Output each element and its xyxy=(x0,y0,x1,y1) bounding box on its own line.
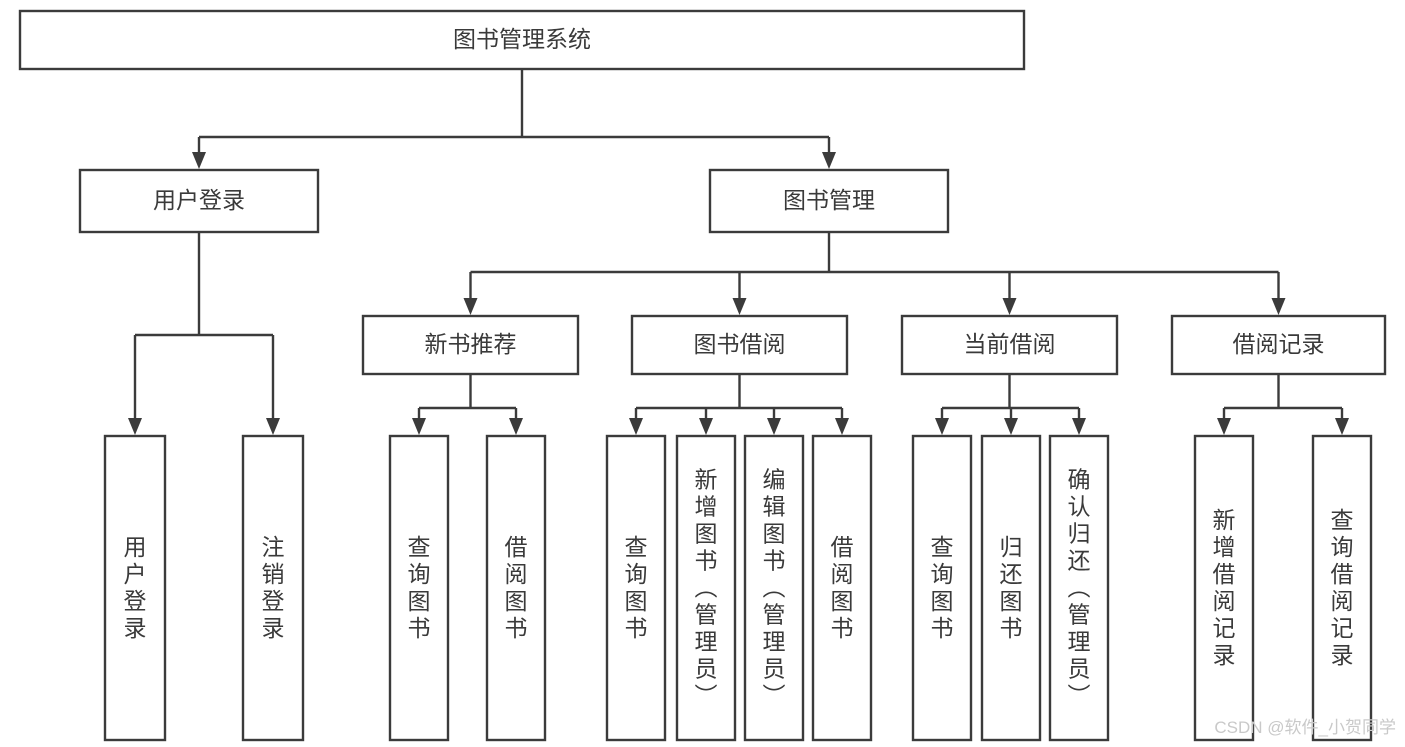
node-label-leaf-user-login: 用户登录 xyxy=(124,534,147,641)
node-label-book-manage: 图书管理 xyxy=(783,187,875,213)
edge-arrowhead xyxy=(732,298,747,315)
node-label-current-borrow: 当前借阅 xyxy=(964,331,1056,357)
edge-arrowhead xyxy=(935,418,949,435)
node-label-leaf-borrow-book-2: 借阅图书 xyxy=(831,534,854,641)
node-box-book-borrow xyxy=(630,314,849,376)
node-box-leaf-borrow-book-2 xyxy=(811,434,873,742)
node-borrow-record[interactable]: 借阅记录 xyxy=(1170,314,1387,376)
edge-arrowhead xyxy=(1335,418,1349,435)
node-label-leaf-query-book-3: 查询图书 xyxy=(931,534,954,641)
node-box-leaf-add-book xyxy=(675,434,737,742)
edge-arrowhead xyxy=(1002,298,1017,315)
edge-arrowhead xyxy=(412,418,426,435)
node-box-book-manage xyxy=(708,168,950,234)
node-leaf-return-book[interactable]: 归还图书 xyxy=(980,434,1042,742)
node-label-leaf-query-book-2: 查询图书 xyxy=(625,534,648,641)
node-box-leaf-return-book xyxy=(980,434,1042,742)
edge-arrowhead xyxy=(463,298,478,315)
node-box-leaf-edit-book xyxy=(743,434,805,742)
node-box-borrow-record xyxy=(1170,314,1387,376)
edge-arrowhead xyxy=(767,418,781,435)
node-box-root xyxy=(18,9,1026,71)
node-label-leaf-query-record: 查询借阅记录 xyxy=(1331,507,1354,668)
edge-arrowhead xyxy=(192,152,206,169)
node-book-borrow[interactable]: 图书借阅 xyxy=(630,314,849,376)
node-label-borrow-record: 借阅记录 xyxy=(1233,331,1325,357)
edge-arrowhead xyxy=(699,418,713,435)
edge-arrowhead xyxy=(822,152,836,169)
node-label-leaf-borrow-book-1: 借阅图书 xyxy=(505,534,528,641)
node-label-leaf-user-logout: 注销登录 xyxy=(262,534,285,641)
node-box-new-book-rec xyxy=(361,314,580,376)
node-label-leaf-edit-book: 编辑图书︵管理员︶ xyxy=(763,467,786,709)
node-label-new-book-rec: 新书推荐 xyxy=(425,331,517,357)
node-label-user-login: 用户登录 xyxy=(153,187,245,213)
node-leaf-edit-book[interactable]: 编辑图书︵管理员︶ xyxy=(743,434,805,742)
node-boxes: 图书管理系统用户登录图书管理新书推荐图书借阅当前借阅借阅记录用户登录注销登录查询… xyxy=(18,9,1387,742)
edge-arrowhead xyxy=(1217,418,1231,435)
node-leaf-confirm-return[interactable]: 确认归还︵管理员︶ xyxy=(1048,434,1110,742)
node-user-login[interactable]: 用户登录 xyxy=(78,168,320,234)
edge-arrowhead xyxy=(1072,418,1086,435)
csdn-watermark: CSDN @软件_小贺同学 xyxy=(1214,718,1396,737)
node-box-leaf-confirm-return xyxy=(1048,434,1110,742)
node-box-current-borrow xyxy=(900,314,1119,376)
edge-arrowhead xyxy=(835,418,849,435)
node-label-book-borrow: 图书借阅 xyxy=(694,331,786,357)
node-box-leaf-user-logout xyxy=(241,434,305,742)
node-book-manage[interactable]: 图书管理 xyxy=(708,168,950,234)
node-root[interactable]: 图书管理系统 xyxy=(18,9,1026,71)
node-leaf-add-book[interactable]: 新增图书︵管理员︶ xyxy=(675,434,737,742)
node-label-leaf-add-record: 新增借阅记录 xyxy=(1213,507,1236,668)
node-leaf-borrow-book-2[interactable]: 借阅图书 xyxy=(811,434,873,742)
node-box-leaf-user-login xyxy=(103,434,167,742)
node-leaf-user-login[interactable]: 用户登录 xyxy=(103,434,167,742)
node-box-leaf-add-record xyxy=(1193,434,1255,742)
node-label-leaf-return-book: 归还图书 xyxy=(1000,534,1023,641)
node-box-leaf-query-record xyxy=(1311,434,1373,742)
edge-arrowhead xyxy=(1271,298,1286,315)
node-leaf-query-book-3[interactable]: 查询图书 xyxy=(911,434,973,742)
edge-arrowhead xyxy=(629,418,643,435)
node-box-leaf-query-book-2 xyxy=(605,434,667,742)
node-leaf-user-logout[interactable]: 注销登录 xyxy=(241,434,305,742)
edge-arrowhead xyxy=(128,418,142,435)
node-label-leaf-query-book-1: 查询图书 xyxy=(408,534,431,641)
node-leaf-borrow-book-1[interactable]: 借阅图书 xyxy=(485,434,547,742)
node-box-leaf-query-book-3 xyxy=(911,434,973,742)
edge-arrowhead xyxy=(1004,418,1018,435)
node-box-leaf-borrow-book-1 xyxy=(485,434,547,742)
node-label-root: 图书管理系统 xyxy=(453,26,591,52)
node-label-leaf-confirm-return: 确认归还︵管理员︶ xyxy=(1068,467,1091,709)
edge-arrowhead xyxy=(266,418,280,435)
node-new-book-rec[interactable]: 新书推荐 xyxy=(361,314,580,376)
node-leaf-query-record[interactable]: 查询借阅记录 xyxy=(1311,434,1373,742)
node-leaf-query-book-2[interactable]: 查询图书 xyxy=(605,434,667,742)
node-box-leaf-query-book-1 xyxy=(388,434,450,742)
node-label-leaf-add-book: 新增图书︵管理员︶ xyxy=(695,467,718,709)
edge-arrowhead xyxy=(509,418,523,435)
connector-lines xyxy=(128,69,1349,435)
node-current-borrow[interactable]: 当前借阅 xyxy=(900,314,1119,376)
node-leaf-add-record[interactable]: 新增借阅记录 xyxy=(1193,434,1255,742)
node-leaf-query-book-1[interactable]: 查询图书 xyxy=(388,434,450,742)
node-box-user-login xyxy=(78,168,320,234)
